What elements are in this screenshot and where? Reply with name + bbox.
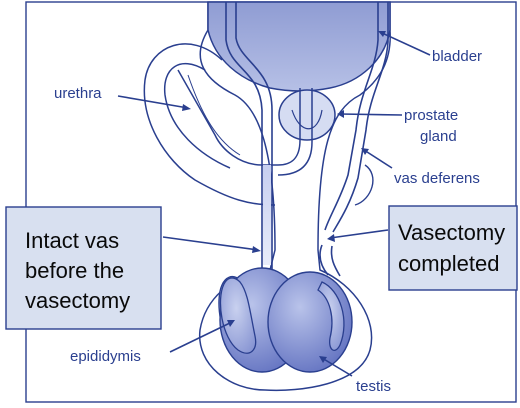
callout-vasectomy-line1: Vasectomy — [398, 220, 505, 245]
label-vas-deferens: vas deferens — [394, 170, 480, 187]
label-epididymis: epididymis — [70, 348, 141, 365]
callout-intact-line2: before the — [25, 258, 124, 283]
label-testis: testis — [356, 378, 391, 395]
label-bladder: bladder — [432, 48, 482, 65]
prostate-gland-shape — [279, 90, 335, 140]
pointer-prostate — [340, 114, 402, 115]
label-prostate-line1: prostate — [404, 107, 458, 124]
callout-vasectomy-completed — [389, 206, 517, 290]
label-urethra: urethra — [54, 85, 102, 102]
callout-intact-line3: vasectomy — [25, 288, 130, 313]
intact-vas-highlight — [263, 165, 271, 265]
callout-vasectomy-line2: completed — [398, 251, 500, 276]
label-prostate-line2: gland — [420, 128, 457, 145]
callout-intact-line1: Intact vas — [25, 228, 119, 253]
